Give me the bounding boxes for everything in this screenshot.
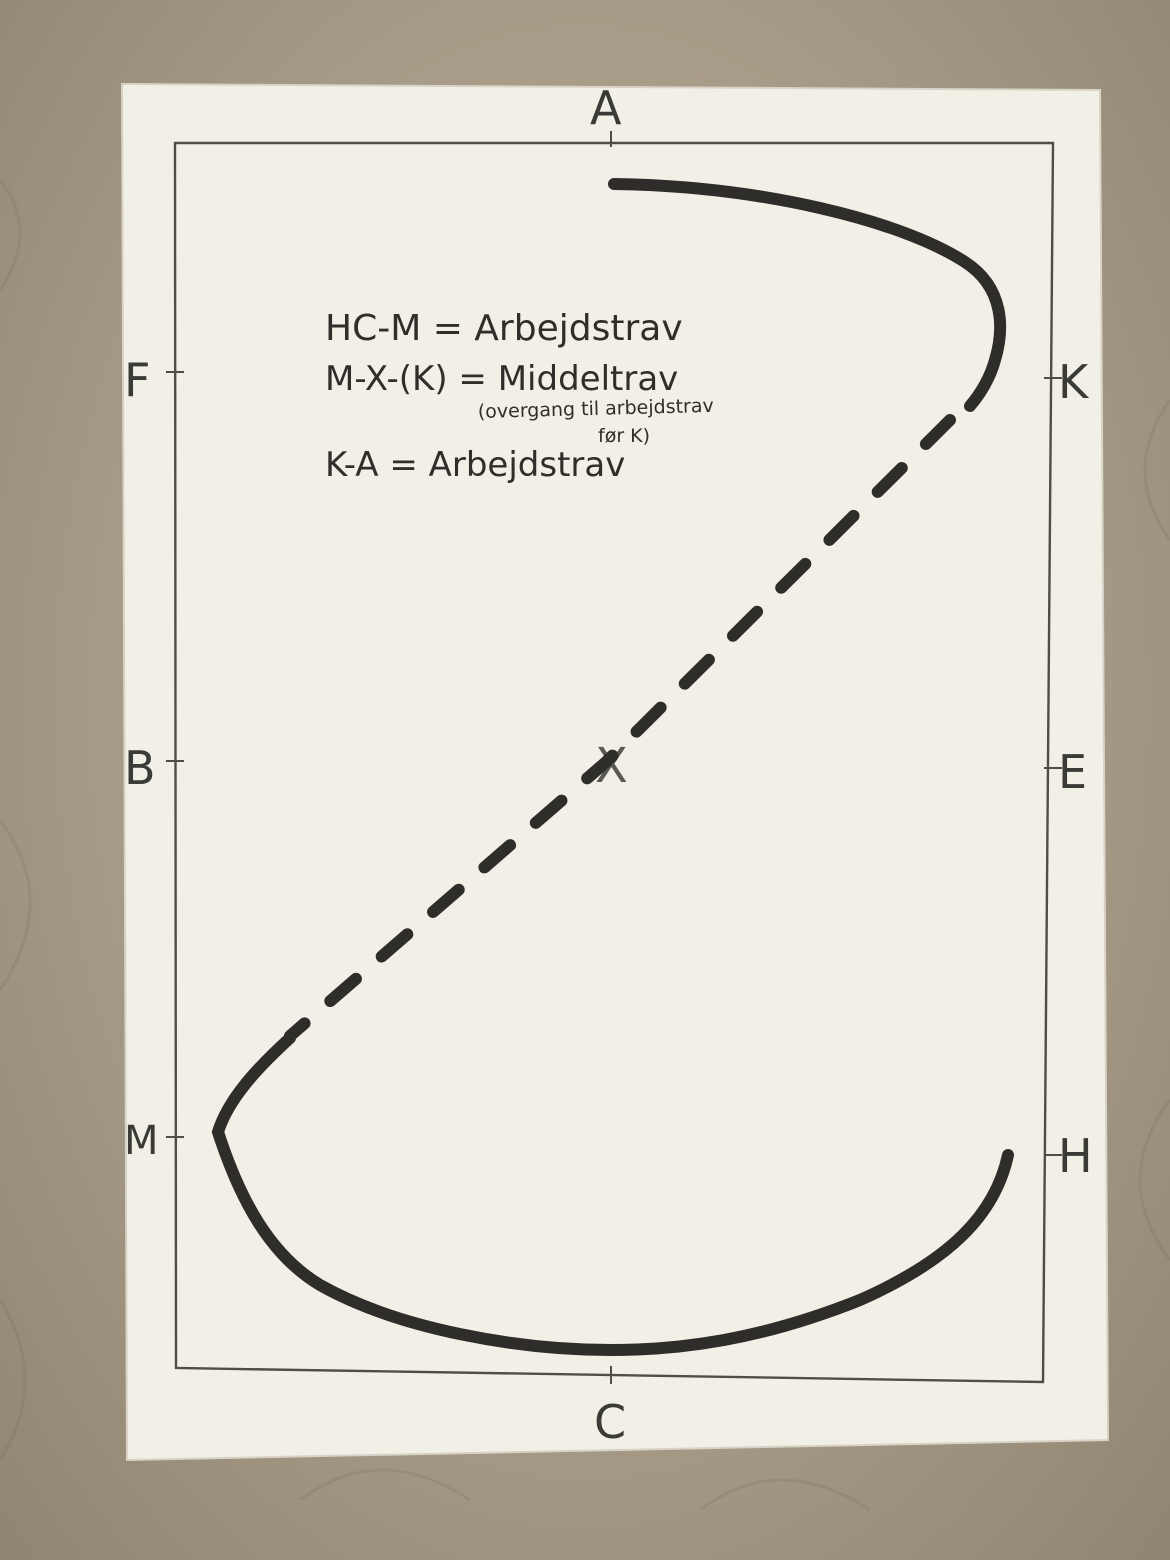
letter-e: E bbox=[1058, 745, 1087, 799]
letter-ticks bbox=[166, 131, 1062, 1384]
letter-m: M bbox=[124, 1118, 159, 1164]
letter-c: C bbox=[594, 1395, 626, 1449]
legend-note-line2: før K) bbox=[598, 425, 650, 447]
path-m-x-k-medium-trot bbox=[284, 414, 956, 1042]
fabric-pattern bbox=[0, 179, 1170, 1512]
path-k-to-a-working-trot bbox=[608, 178, 1007, 412]
legend-line-hc-m: HC-M = Arbejdstrav bbox=[325, 308, 683, 349]
letter-a: A bbox=[590, 81, 622, 135]
legend-line-m-x-k: M-X-(K) = Middeltrav bbox=[325, 359, 678, 399]
arena-border bbox=[173, 141, 1055, 1384]
path-hc-m-working-trot bbox=[211, 1032, 1014, 1357]
legend-line-k-a: K-A = Arbejdstrav bbox=[325, 445, 625, 485]
paper-sheet bbox=[120, 82, 1110, 1462]
letter-b: B bbox=[124, 741, 156, 795]
letter-h: H bbox=[1058, 1129, 1093, 1183]
legend: HC-M = Arbejdstrav M-X-(K) = Middeltrav … bbox=[325, 308, 714, 485]
letter-k: K bbox=[1058, 355, 1090, 409]
letter-f: F bbox=[124, 353, 150, 407]
